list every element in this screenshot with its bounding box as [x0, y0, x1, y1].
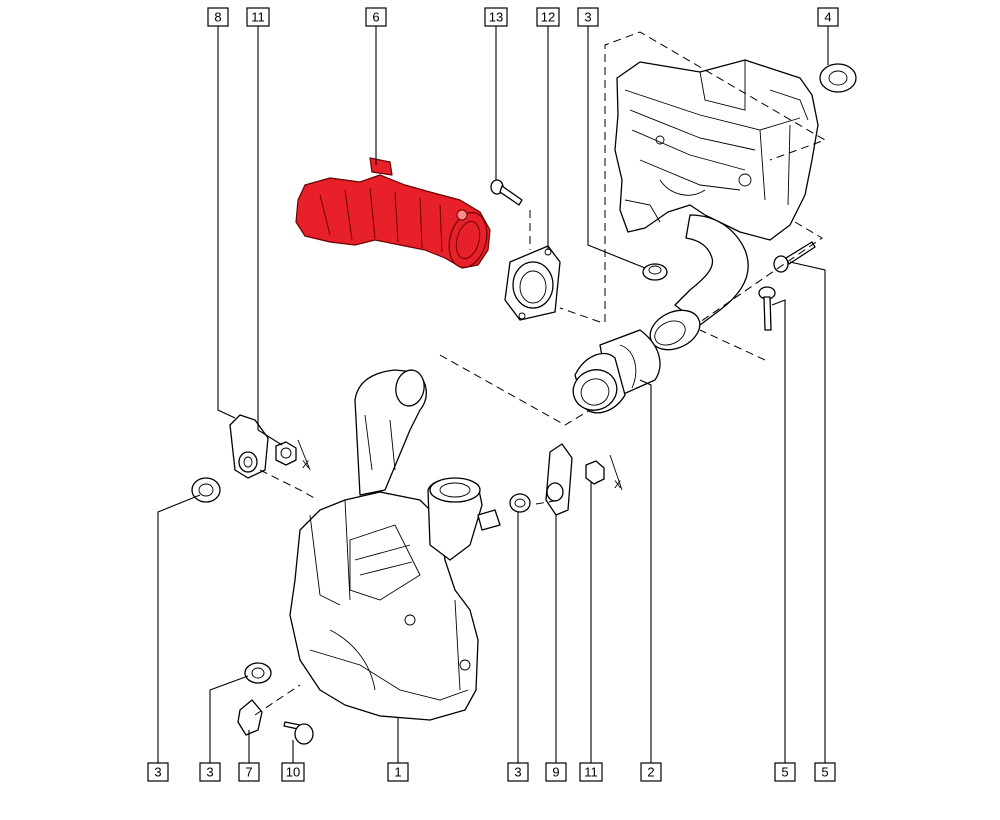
svg-text:9: 9: [552, 765, 559, 780]
callout-bottom-5b: 5: [814, 762, 836, 782]
callout-bottom-3a: 3: [147, 762, 169, 782]
air-intake-hose-part-6-highlighted: [295, 157, 491, 269]
nut-part-11-left: [275, 441, 297, 466]
callout-top-6: 6: [365, 7, 387, 27]
svg-text:2: 2: [647, 765, 654, 780]
callout-bottom-10: 10: [281, 762, 305, 782]
assembly-dashed-lines: [254, 31, 827, 716]
svg-text:8: 8: [214, 10, 221, 25]
svg-text:3: 3: [206, 765, 213, 780]
svg-text:X: X: [614, 479, 622, 491]
callout-top-12: 12: [536, 7, 560, 27]
nut-part-11-right: [585, 460, 605, 485]
flange-part-12: [504, 245, 561, 321]
grommet-part-3-left: [191, 477, 221, 503]
svg-text:7: 7: [245, 765, 252, 780]
callout-bottom-1: 1: [387, 762, 409, 782]
x-mark-left: X: [297, 439, 311, 471]
callout-top-4: 4: [817, 7, 839, 27]
grommet-part-3-right: [509, 493, 531, 513]
svg-text:13: 13: [489, 10, 503, 25]
callout-top-13: 13: [484, 7, 508, 27]
svg-text:3: 3: [584, 10, 591, 25]
bracket-part-9: [545, 443, 573, 516]
callout-top-3: 3: [577, 7, 599, 27]
callout-bottom-9: 9: [545, 762, 567, 782]
callout-top-8: 8: [207, 7, 229, 27]
callout-bottom-2: 2: [640, 762, 662, 782]
callout-bottom-11: 11: [579, 762, 603, 782]
callout-bottom-7: 7: [238, 762, 260, 782]
air-filter-box-part-1: [289, 369, 501, 721]
svg-text:1: 1: [394, 765, 401, 780]
svg-text:11: 11: [251, 10, 265, 25]
svg-text:3: 3: [154, 765, 161, 780]
bolt-part-5-lower: [758, 286, 776, 331]
svg-text:X: X: [302, 459, 310, 471]
x-mark-right: X: [609, 454, 623, 491]
callout-top-11: 11: [246, 7, 270, 27]
bracket-part-8: [229, 414, 269, 479]
grommet-part-4: [819, 63, 857, 93]
svg-text:5: 5: [781, 765, 788, 780]
svg-text:5: 5: [821, 765, 828, 780]
leader-lines: [157, 26, 829, 763]
svg-text:12: 12: [541, 10, 555, 25]
callout-bottom-3b: 3: [199, 762, 221, 782]
svg-text:10: 10: [286, 765, 300, 780]
callout-bottom-3c: 3: [507, 762, 529, 782]
bolt-part-5-upper: [773, 241, 816, 273]
engine-block: [614, 59, 819, 241]
grommet-part-3-upper: [642, 263, 668, 281]
svg-text:4: 4: [824, 10, 831, 25]
clip-part-7: [237, 699, 263, 736]
screw-part-10: [283, 721, 314, 745]
callout-bottom-5a: 5: [774, 762, 796, 782]
svg-text:3: 3: [514, 765, 521, 780]
svg-text:6: 6: [372, 10, 379, 25]
screw-part-13: [490, 179, 523, 206]
grommet-part-3-bottom: [244, 662, 272, 684]
svg-text:11: 11: [584, 765, 598, 780]
air-pipe-part-2: [572, 214, 749, 414]
